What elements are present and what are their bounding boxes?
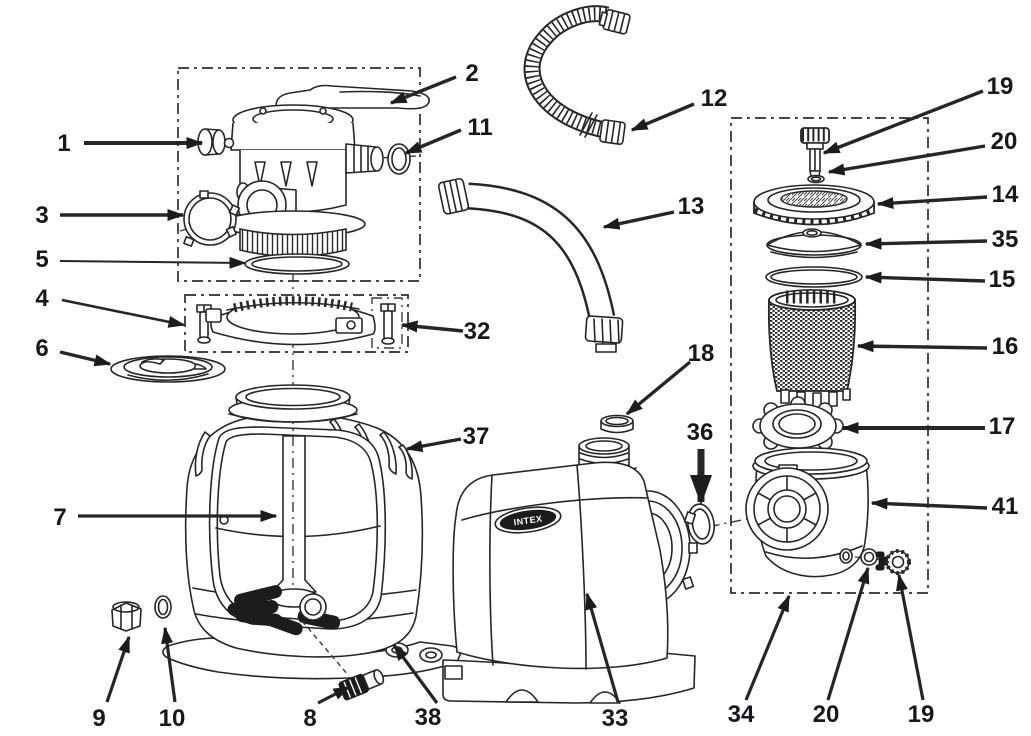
callout-9-label-22: 9 [92, 705, 105, 732]
callout-16-label-17: 16 [992, 333, 1019, 360]
callout-9-arrow-22 [105, 635, 131, 703]
callout-5-arrow-4 [59, 256, 247, 269]
part-20-drain-oring [860, 548, 878, 566]
part-13-hose [437, 178, 624, 353]
callout-20-label-13: 20 [991, 128, 1018, 155]
callout-34-label-27: 34 [728, 701, 755, 728]
callout-19-arrow-29 [896, 573, 925, 701]
part-20-oring-small [807, 174, 825, 184]
callout-3-label-3: 3 [35, 202, 48, 229]
clamp-ring [205, 296, 376, 346]
part-3-sightglass-cap [183, 190, 241, 247]
tank-neck [228, 384, 358, 423]
callout-13-arrow-9 [602, 210, 675, 230]
callout-8-arrow-24 [317, 685, 351, 705]
callout-19-arrow-12 [822, 89, 984, 155]
part-17-basket-collar [752, 396, 844, 456]
part-32-clamp-bolt-right [380, 303, 396, 345]
callout-32-arrow-7 [400, 320, 464, 333]
hose-nut [584, 315, 624, 353]
callout-37-arrow-20 [405, 437, 462, 453]
part-11-oring [387, 143, 411, 175]
callout-18-arrow-10 [625, 360, 692, 416]
callout-41-arrow-19 [870, 497, 988, 510]
callout-2-label-1: 2 [465, 60, 478, 87]
callout-37-label-20: 37 [463, 423, 490, 450]
callout-20-arrow-28 [826, 566, 870, 701]
callout-41-label-19: 41 [992, 493, 1019, 520]
callout-15-label-16: 15 [989, 266, 1016, 293]
part-9-hex-plug [111, 601, 142, 632]
part-16-strainer-basket [767, 289, 857, 409]
callout-10-label-23: 10 [159, 705, 186, 732]
part-37-filter-tank [184, 384, 424, 677]
callout-38-arrow-25 [392, 643, 439, 704]
callout-14-arrow-14 [876, 195, 988, 209]
part-7-standpipe [271, 414, 317, 600]
callout-6-arrow-6 [59, 350, 112, 367]
callout-20-arrow-13 [827, 144, 986, 176]
callout-19-label-29: 19 [908, 701, 935, 728]
callout-4-label-5: 4 [35, 285, 49, 312]
strainer-assembly-box [730, 117, 929, 594]
callout-33-label-26: 33 [602, 705, 629, 732]
callout-12-arrow-8 [630, 102, 695, 132]
part-19-drain-valve [875, 549, 911, 575]
part-6-deflector-plate [110, 355, 226, 383]
callout-20-label-28: 20 [813, 701, 840, 728]
callout-36-label-11: 36 [687, 419, 714, 446]
part-14-strainer-lid [753, 184, 875, 226]
callout-14-label-14: 14 [992, 181, 1019, 208]
callout-16-arrow-17 [856, 340, 988, 353]
callout-7-label-21: 7 [53, 504, 66, 531]
callout-6-label-6: 6 [35, 335, 48, 362]
callout-5-label-4: 5 [35, 246, 48, 273]
callout-33-arrow-26 [585, 592, 620, 703]
part-41-strainer-housing [745, 447, 870, 578]
callout-8-label-24: 8 [303, 705, 316, 732]
callout-10-arrow-23 [161, 626, 177, 703]
callout-11-label-2: 11 [467, 114, 492, 141]
part-12-corrugated-hose [523, 5, 631, 145]
part-5-tank-oring [244, 253, 350, 275]
callout-2-arrow-1 [389, 75, 457, 105]
part-35-lid-cover [766, 228, 862, 259]
tank-laterals [227, 585, 341, 636]
callout-19-label-12: 19 [987, 73, 1014, 100]
callout-4-arrow-5 [61, 298, 186, 328]
callout-17-label-18: 17 [989, 413, 1016, 440]
callout-1-label-0: 1 [57, 130, 70, 157]
callout-34-arrow-27 [744, 594, 791, 701]
callout-18-label-10: 18 [688, 340, 715, 367]
valve-assembly-box [177, 67, 421, 282]
callout-38-label-25: 38 [415, 704, 442, 731]
part-18-cap [600, 414, 634, 434]
callout-13-label-9: 13 [678, 193, 705, 220]
callout-15-arrow-16 [864, 271, 986, 284]
part-1-pressure-plug [197, 128, 235, 156]
callout-32-label-7: 32 [464, 318, 491, 345]
callout-12-label-8: 12 [701, 85, 728, 112]
pump-logo: INTEX [494, 506, 562, 534]
callout-35-arrow-15 [864, 237, 988, 250]
part-33-pump: INTEX [442, 437, 698, 704]
part-10-oring [154, 595, 172, 619]
part-2-valve-and-handle [220, 84, 430, 267]
callout-11-arrow-2 [404, 128, 462, 155]
callout-35-label-15: 35 [992, 226, 1019, 253]
part-15-lid-oring [765, 266, 863, 288]
pump-logo-text: INTEX [513, 514, 543, 528]
